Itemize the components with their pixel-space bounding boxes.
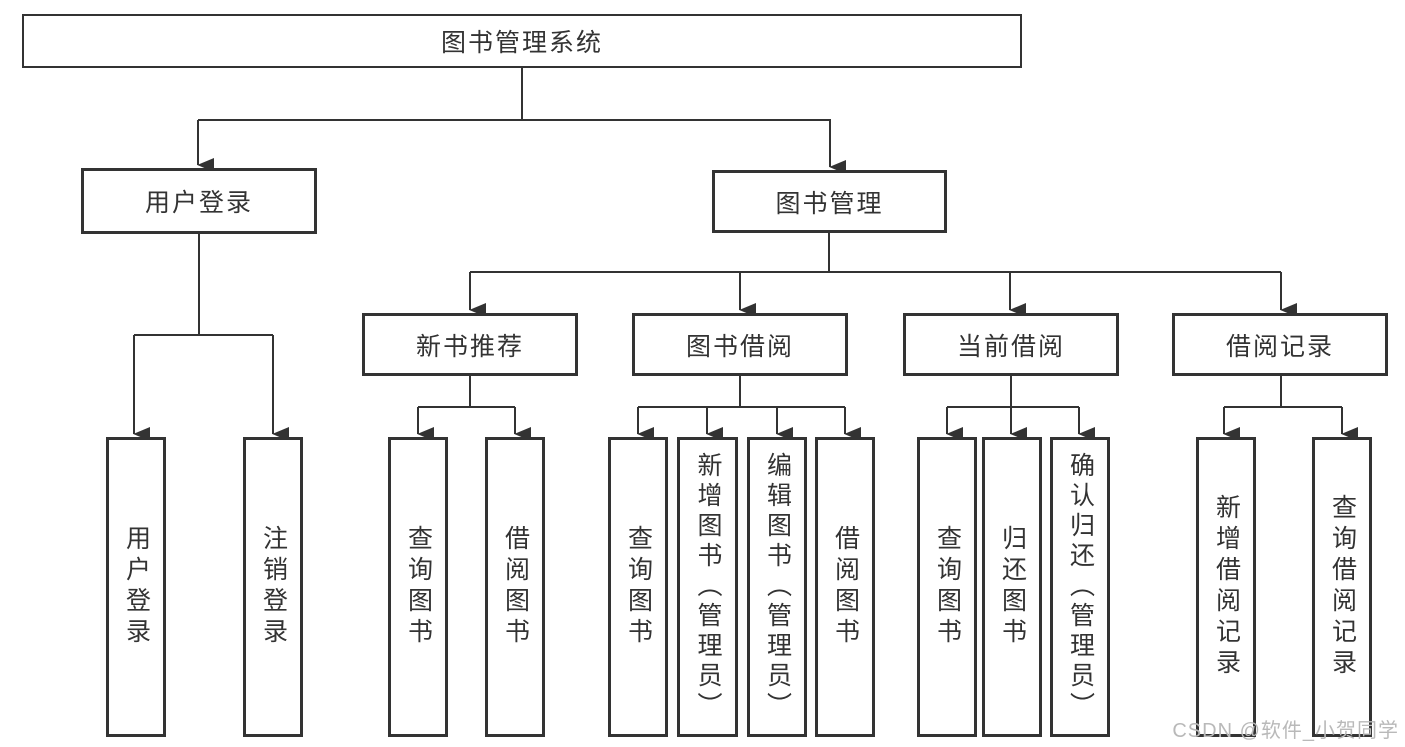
leaf-borrow-books-1: 借阅图书 <box>485 437 545 737</box>
leaf-borrow-books-2: 借阅图书 <box>815 437 875 737</box>
leaf-query-borrow-record: 查询借阅记录 <box>1312 437 1372 737</box>
leaf-user-login: 用户登录 <box>106 437 166 737</box>
leaf-logout: 注销登录 <box>243 437 303 737</box>
leaf-query-books-3: 查询图书 <box>917 437 977 737</box>
leaf-add-books-admin: 新增图书（管理员） <box>677 437 738 737</box>
leaf-query-books-1: 查询图书 <box>388 437 448 737</box>
node-user-login: 用户登录 <box>81 168 317 234</box>
leaf-confirm-return-admin: 确认归还（管理员） <box>1050 437 1110 737</box>
node-new-book-recommend: 新书推荐 <box>362 313 578 376</box>
node-current-borrow: 当前借阅 <box>903 313 1119 376</box>
node-book-management: 图书管理 <box>712 170 947 233</box>
node-library-management-system: 图书管理系统 <box>22 14 1022 68</box>
leaf-edit-books-admin: 编辑图书（管理员） <box>747 437 807 737</box>
leaf-add-borrow-record: 新增借阅记录 <box>1196 437 1256 737</box>
leaf-return-books: 归还图书 <box>982 437 1042 737</box>
node-book-borrow: 图书借阅 <box>632 313 848 376</box>
leaf-query-books-2: 查询图书 <box>608 437 668 737</box>
node-borrow-records: 借阅记录 <box>1172 313 1388 376</box>
csdn-watermark: CSDN @软件_小贺同学 <box>1172 720 1399 742</box>
